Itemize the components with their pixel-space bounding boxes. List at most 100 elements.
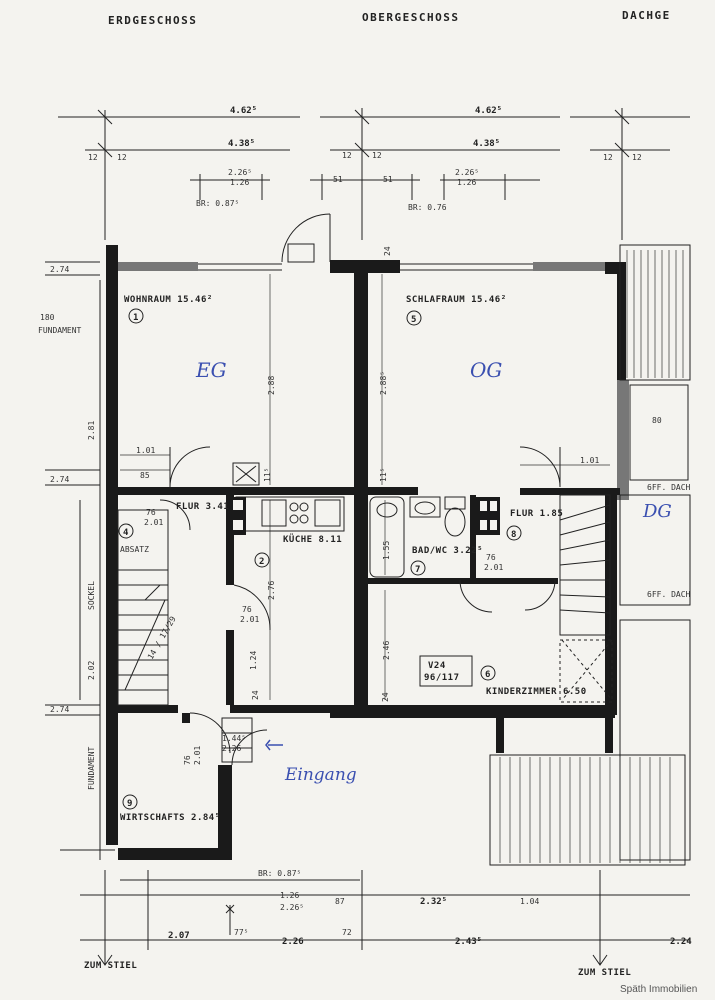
dim-bottom-b9: 1.26 [280,891,299,900]
room-marker-9 [122,794,138,810]
room-label-wohnraum: WOHNRAUM 15.46² [124,295,213,305]
dim-kueche-h: 2.76 [267,581,276,600]
watermark: Späth Immobilien [620,984,697,995]
dim-og-inner: 4.38⁵ [473,139,500,149]
room-label-flur-og: FLUR 1.85 [510,509,563,519]
dim-bottom-b1: 2.07 [168,931,190,941]
room-marker-1 [128,308,144,324]
inner-dimension-lines [120,274,610,700]
dim-wall11: 11⁵ [263,468,272,482]
balcony [489,718,686,866]
entrance-arrow-icon [265,739,283,751]
label-dach-note-2: 6FF. DACH [647,590,691,599]
room-num-4: 4 [123,528,129,538]
room-num-7: 7 [415,565,420,575]
dim-flur-door-h: 2.01 [144,518,163,527]
dim-kinder-h: 2.46 [382,641,391,660]
dim-left-wall-strip-c: 2.74 [50,705,69,714]
dim-left-wall-strip-b: 2.74 [50,475,69,484]
room-label-kinderzimmer: KINDERZIMMER 6.50 [486,687,587,697]
room-label-schlafraum: SCHLAFRAUM 15.46² [406,295,507,305]
stair-count: 14 / 17/29 [146,615,178,661]
roof-hatching [619,244,691,861]
handwriting-eg: EG [195,358,227,382]
header-attic: DACHGE [622,9,671,22]
dim-left-180: 180 [40,313,55,322]
stairs-og [559,494,613,703]
room-label-kueche: KÜCHE 8.11 [283,534,342,545]
label-absatz: ABSATZ [120,545,149,554]
dim-kueche-door-h: 2.01 [240,615,259,624]
dim-flur-s: 1.24 [249,651,258,670]
top-dimension-lines [58,108,690,240]
label-dach-note: 6FF. DACH [647,483,691,492]
dim-eg-total: 4.62⁵ [230,106,257,116]
dim-window-eg: 2.26⁵ [228,168,252,177]
room-label-bad: BAD/WC 3.22⁵ [412,546,483,556]
room-marker-2 [254,552,270,568]
dim-bad-door: 76 [486,553,496,562]
v24-box [419,655,473,687]
walls [106,245,629,860]
dim-bottom-b3: 2.26 [282,937,304,947]
dim-bottom-b11: BR: 0.87⁵ [258,869,301,878]
label-v24: V24 [428,661,446,671]
handwriting-entrance: Eingang [284,765,357,785]
dim-wohn-door2: 85 [140,471,150,480]
room-marker-5 [406,310,422,326]
dim-schlaf-h: 2.88⁵ [379,371,388,395]
dim-left-wall-strip-a: 2.74 [50,265,69,274]
handwriting-og: OG [470,358,502,382]
dim-wall-eg-l: 12 [88,153,98,162]
dim-dg: 80 [652,416,662,425]
dim-bottom-b10: 2.26⁵ [280,903,304,912]
dim-bottom-b8: 1.04 [520,897,539,906]
stair-step-top [287,243,315,263]
dim-wirt-door: 76 [183,755,192,765]
room-num-8: 8 [511,530,516,540]
dim-bottom-b12: 87 [335,897,345,906]
dim-wall24-b: 24 [251,690,260,700]
dim-wirt-door-h: 2.01 [193,746,202,765]
dim-bottom-b4: 72 [342,928,352,937]
kitchen-fixtures [230,462,345,535]
dim-wall-eg-r: 12 [117,153,127,162]
dim-wohn-door: 1.01 [136,446,155,455]
label-fundament-bottom: FUNDAMENT [87,746,96,790]
room-marker-7 [410,560,426,576]
room-marker-4 [118,523,134,539]
dim-top-mid-l: 51 [333,175,343,184]
dim-br-og: BR: 0.76 [408,203,447,212]
dim-top-mid-r: 51 [383,175,393,184]
dim-wall11b: 11⁵ [379,468,388,482]
dim-entrance-door: 1.44⁵ [222,734,246,743]
dim-schlaf-door: 1.01 [580,456,599,465]
stairs-eg [117,509,169,706]
door-swing-top [281,213,331,263]
header-upper-floor: OBERGESCHOSS [362,11,459,24]
room-marker-8 [506,525,522,541]
dim-wall-dg-l: 12 [603,153,613,162]
label-zum-stiel-right: ZUM STIEL [578,968,631,978]
room-label-flur-eg: FLUR 3.41 [176,502,229,512]
dim-bad-h: 1.55 [382,541,391,560]
dim-left-h3: 2.02 [87,661,96,680]
header-ground-floor: ERDGESCHOSS [108,14,197,27]
label-sockel: SOCKEL [87,581,96,610]
dim-wall-dg-r: 12 [632,153,642,162]
dim-window-eg-h: 1.26 [230,178,249,187]
dim-bottom-b2: 77⁵ [234,928,248,937]
dim-kueche-door: 76 [242,605,252,614]
dim-bottom-b5: 2.43⁵ [455,937,482,947]
door-swings [159,446,561,766]
room-label-wirtschaft: WIRTSCHAFTS 2.84⁵ [120,813,221,823]
dim-wall-og-r: 12 [372,151,382,160]
dim-wall-og-l: 12 [342,151,352,160]
dim-flur-door: 76 [146,508,156,517]
site-context-left [45,261,115,860]
bottom-dimension-lines [80,870,690,966]
dim-wall24-a: 24 [383,246,392,256]
label-v24-sub: 96/117 [424,673,460,683]
entrance-steps [221,717,253,763]
